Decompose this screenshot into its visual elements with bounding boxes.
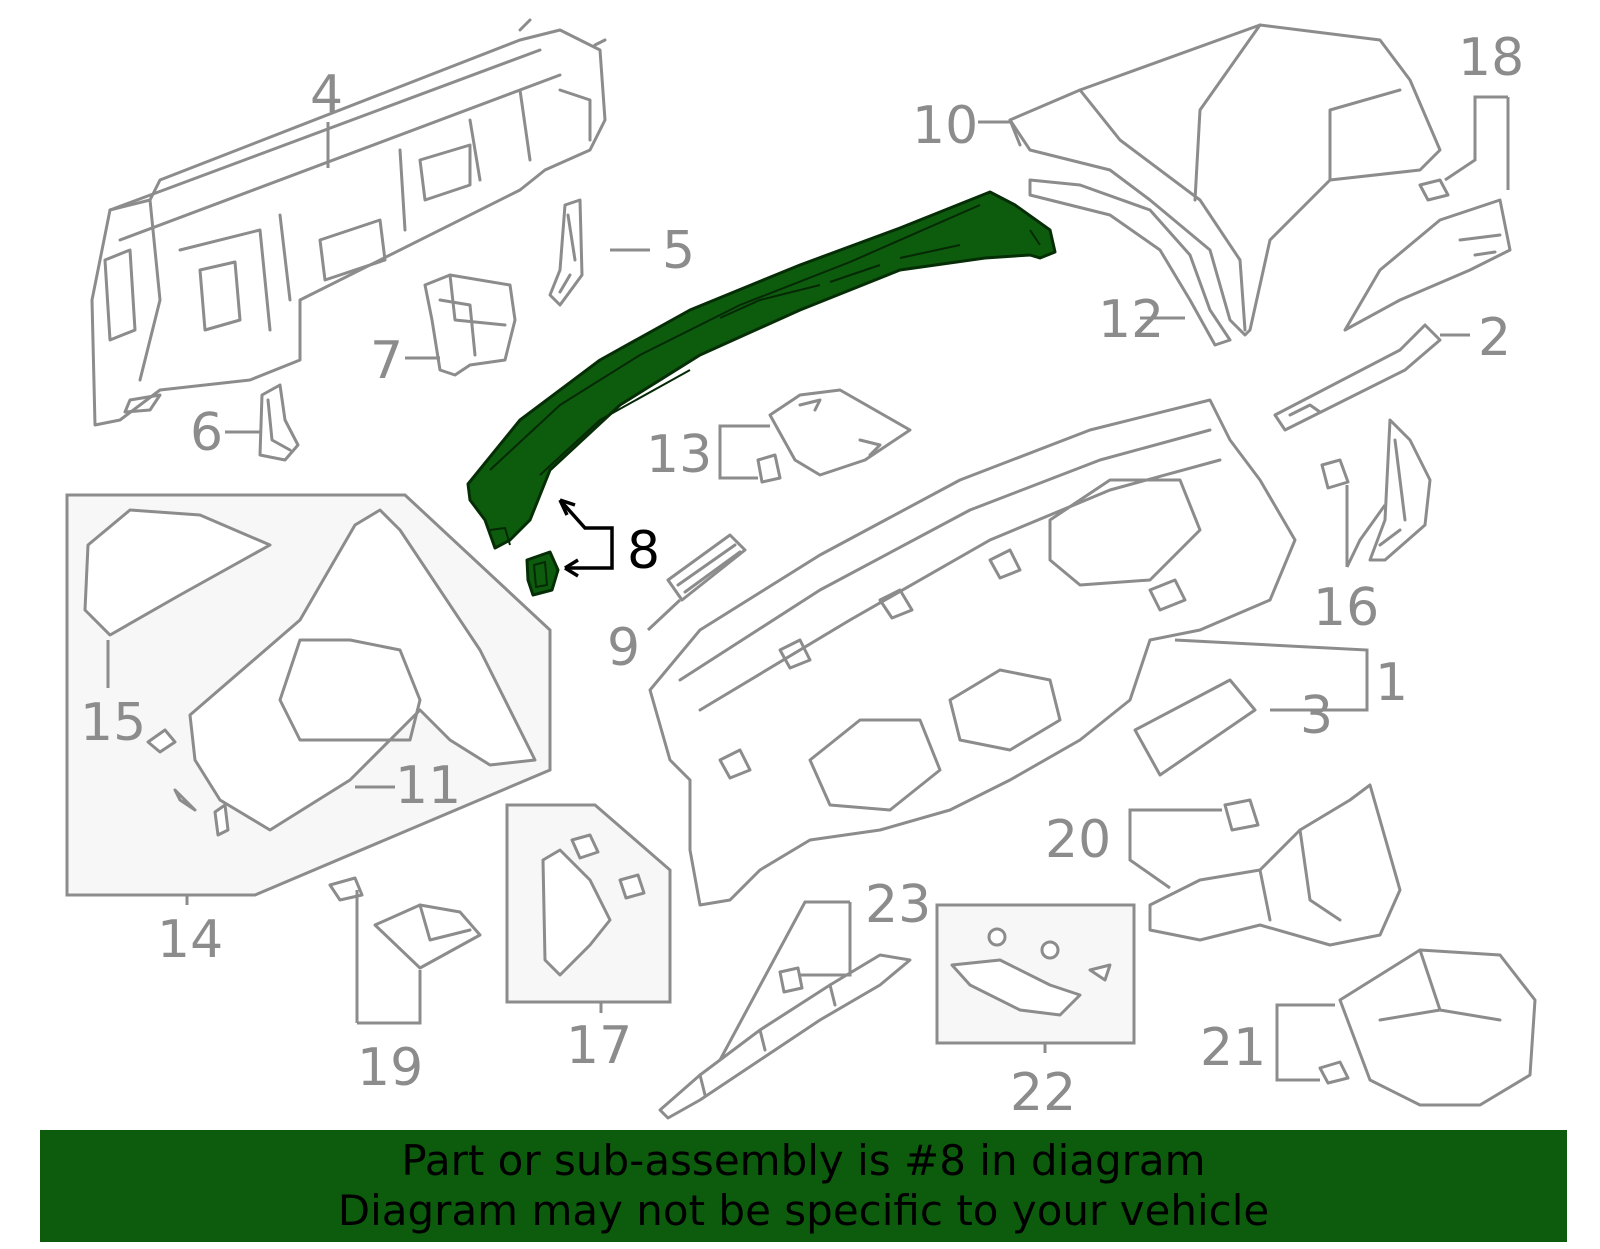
callout-12: 12 bbox=[1098, 290, 1164, 350]
callout-6: 6 bbox=[190, 403, 223, 463]
callout-21: 21 bbox=[1200, 1018, 1266, 1078]
info-banner: Part or sub-assembly is #8 in diagram Di… bbox=[40, 1130, 1567, 1242]
callout-7: 7 bbox=[370, 331, 403, 391]
callout-11: 11 bbox=[395, 756, 461, 816]
part-18-trim[interactable] bbox=[1343, 178, 1512, 332]
callout-3: 3 bbox=[1300, 686, 1333, 746]
callout-4: 4 bbox=[310, 65, 343, 125]
callout-20: 20 bbox=[1045, 810, 1111, 870]
part-5-bracket[interactable] bbox=[548, 198, 584, 307]
part-8-defroster-panel[interactable] bbox=[466, 190, 1057, 597]
callout-10: 10 bbox=[912, 96, 978, 156]
banner-line-1: Part or sub-assembly is #8 in diagram bbox=[401, 1136, 1206, 1185]
callout-18: 18 bbox=[1458, 28, 1524, 88]
callout-13: 13 bbox=[646, 425, 712, 485]
callout-1: 1 bbox=[1375, 653, 1408, 713]
part-7-bracket[interactable] bbox=[423, 273, 517, 377]
callout-19: 19 bbox=[357, 1038, 423, 1098]
callout-16: 16 bbox=[1313, 578, 1379, 638]
callout-15: 15 bbox=[80, 693, 146, 753]
part-4-cross-car-beam[interactable] bbox=[90, 18, 607, 427]
part-13-cover[interactable] bbox=[756, 388, 912, 484]
part-10-12-upper-trim[interactable] bbox=[1008, 23, 1442, 347]
part-21-lower-panel[interactable] bbox=[1318, 948, 1537, 1107]
callout-9: 9 bbox=[607, 618, 640, 678]
callout-23: 23 bbox=[865, 875, 931, 935]
inset-14 bbox=[65, 493, 552, 897]
part-19-bracket[interactable] bbox=[328, 876, 482, 970]
callout-22: 22 bbox=[1010, 1063, 1076, 1123]
callout-14: 14 bbox=[157, 910, 223, 970]
part-2-trim-strip[interactable] bbox=[1273, 323, 1442, 432]
callout-8: 8 bbox=[627, 521, 660, 581]
part-1-instrument-panel[interactable] bbox=[648, 398, 1297, 907]
leader-lines bbox=[106, 95, 1510, 1082]
callout-2: 2 bbox=[1478, 308, 1511, 368]
banner-line-2: Diagram may not be specific to your vehi… bbox=[337, 1186, 1270, 1235]
callout-17: 17 bbox=[566, 1016, 632, 1076]
part-3-glove-box[interactable] bbox=[1133, 678, 1257, 777]
inset-17 bbox=[505, 803, 672, 1004]
part-16-end-trim[interactable] bbox=[1320, 418, 1432, 562]
callout-labels: 1 2 3 4 5 6 7 8 9 10 11 12 13 14 15 16 1… bbox=[80, 28, 1524, 1123]
callout-5: 5 bbox=[662, 221, 695, 281]
inset-22 bbox=[935, 903, 1136, 1045]
part-9-vent[interactable] bbox=[666, 533, 747, 602]
part-23-lower-trim[interactable] bbox=[658, 953, 912, 1120]
part-20-knee-bolster[interactable] bbox=[1148, 783, 1402, 947]
leader-8 bbox=[558, 498, 614, 578]
part-6-bracket[interactable] bbox=[258, 383, 300, 462]
